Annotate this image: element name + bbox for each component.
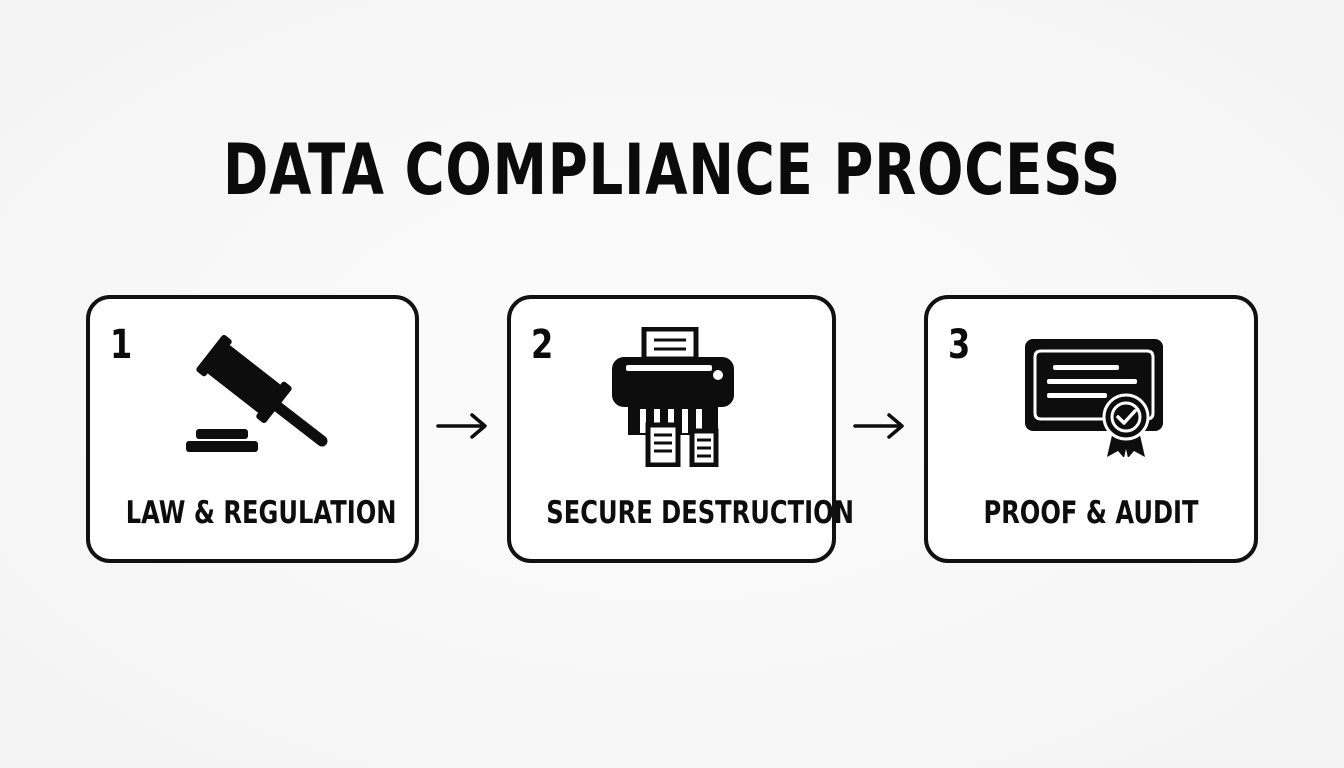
gavel-icon [186,334,328,452]
shredder-icon [612,327,734,467]
certificate-icon [1025,339,1163,457]
step-number: 1 [110,322,133,368]
step-card-law-regulation: 1 LAW & REGULATION [86,295,419,563]
step-label: SECURE DESTRUCTION [546,495,854,531]
step-number: 2 [531,322,554,368]
step-card-secure-destruction: 2 SECURE DESTRUCTI [507,295,854,563]
step-card-proof-audit: 3 PROOF & AUDIT [924,295,1258,563]
diagram-title: DATA COMPLIANCE PROCESS [223,129,1121,211]
step-label: PROOF & AUDIT [983,495,1199,531]
step-label: LAW & REGULATION [125,495,397,531]
arrow-right-icon [436,413,487,439]
arrow-right-icon [853,413,904,439]
step-number: 3 [948,322,971,368]
